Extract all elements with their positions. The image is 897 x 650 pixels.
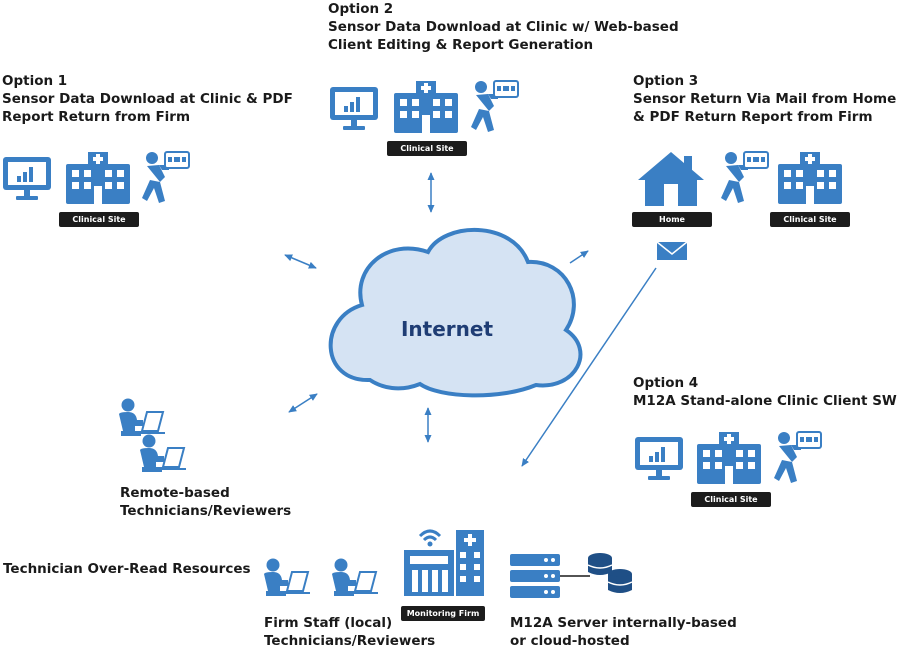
- remote-line-1: Remote-based: [120, 485, 230, 501]
- server-line-1: M12A Server internally-based: [510, 615, 737, 631]
- option3-house-icon: [638, 152, 704, 206]
- option3-line-2: & PDF Return Report from Firm: [633, 109, 873, 125]
- option1-monitor-icon: [3, 157, 51, 200]
- envelope-icon: [656, 241, 688, 260]
- option4-title: Option 4: [633, 375, 699, 391]
- server-rack-icon: [510, 554, 560, 598]
- option1-text: Option 1 Sensor Data Download at Clinic …: [2, 72, 293, 126]
- remote-tech-1-icon: [118, 398, 166, 437]
- connector-option1: [284, 254, 317, 269]
- option2-text: Option 2 Sensor Data Download at Clinic …: [328, 0, 679, 54]
- option4-monitor-icon: [635, 437, 683, 480]
- firm-tech-2-icon: [331, 558, 379, 597]
- firm-tech-1-icon: [263, 558, 311, 597]
- mail-route-line: [521, 267, 657, 467]
- server-line-2: or cloud-hosted: [510, 633, 630, 649]
- option1-clinical-site-badge: Clinical Site: [59, 212, 139, 227]
- option2-monitor-icon: [330, 87, 378, 130]
- monitoring-firm-badge: Monitoring Firm: [401, 606, 485, 621]
- option3-hospital-icon: [778, 152, 842, 204]
- option3-text: Option 3 Sensor Return Via Mail from Hom…: [633, 72, 896, 126]
- internet-cloud: [328, 227, 583, 398]
- option3-courier-icon: [720, 151, 769, 204]
- option2-clinical-site-badge: Clinical Site: [387, 141, 467, 156]
- option1-line-2: Report Return from Firm: [2, 109, 191, 125]
- option2-courier-icon: [470, 80, 519, 133]
- option4-courier-icon: [773, 431, 822, 484]
- option1-line-1: Sensor Data Download at Clinic & PDF: [2, 91, 293, 107]
- option3-line-1: Sensor Return Via Mail from Home: [633, 91, 897, 107]
- option4-hospital-icon: [697, 432, 761, 484]
- option4-clinical-site-badge: Clinical Site: [691, 492, 771, 507]
- option3-home-badge: Home: [632, 212, 712, 227]
- option4-text: Option 4 M12A Stand-alone Clinic Client …: [633, 374, 897, 410]
- firm-staff-line-1: Firm Staff (local): [264, 615, 393, 631]
- remote-tech-2-icon: [139, 434, 187, 473]
- option1-hospital-icon: [66, 152, 130, 204]
- connector-remote: [288, 393, 318, 413]
- connector-option3: [569, 250, 589, 264]
- resources-label: Technician Over-Read Resources: [3, 561, 251, 577]
- option1-title: Option 1: [2, 73, 68, 89]
- internet-label: Internet: [401, 317, 493, 341]
- option2-line-1: Sensor Data Download at Clinic w/ Web-ba…: [328, 19, 679, 35]
- firm-staff-text: Firm Staff (local) Technicians/Reviewers: [264, 614, 435, 650]
- option2-title: Option 2: [328, 1, 394, 17]
- option2-line-2: Client Editing & Report Generation: [328, 37, 594, 53]
- option2-hospital-icon: [394, 81, 458, 133]
- server-text: M12A Server internally-based or cloud-ho…: [510, 614, 737, 650]
- option4-line-1: M12A Stand-alone Clinic Client SW: [633, 393, 897, 409]
- network-diagram: Internet: [3, 80, 842, 598]
- firm-staff-line-2: Technicians/Reviewers: [264, 633, 436, 649]
- database-icon: [587, 552, 633, 594]
- option3-clinical-site-badge: Clinical Site: [770, 212, 850, 227]
- remote-line-2: Technicians/Reviewers: [120, 503, 292, 519]
- option3-title: Option 3: [633, 73, 699, 89]
- option1-courier-icon: [141, 151, 190, 204]
- firm-building-icon: [404, 529, 484, 596]
- remote-text: Remote-based Technicians/Reviewers: [120, 484, 291, 520]
